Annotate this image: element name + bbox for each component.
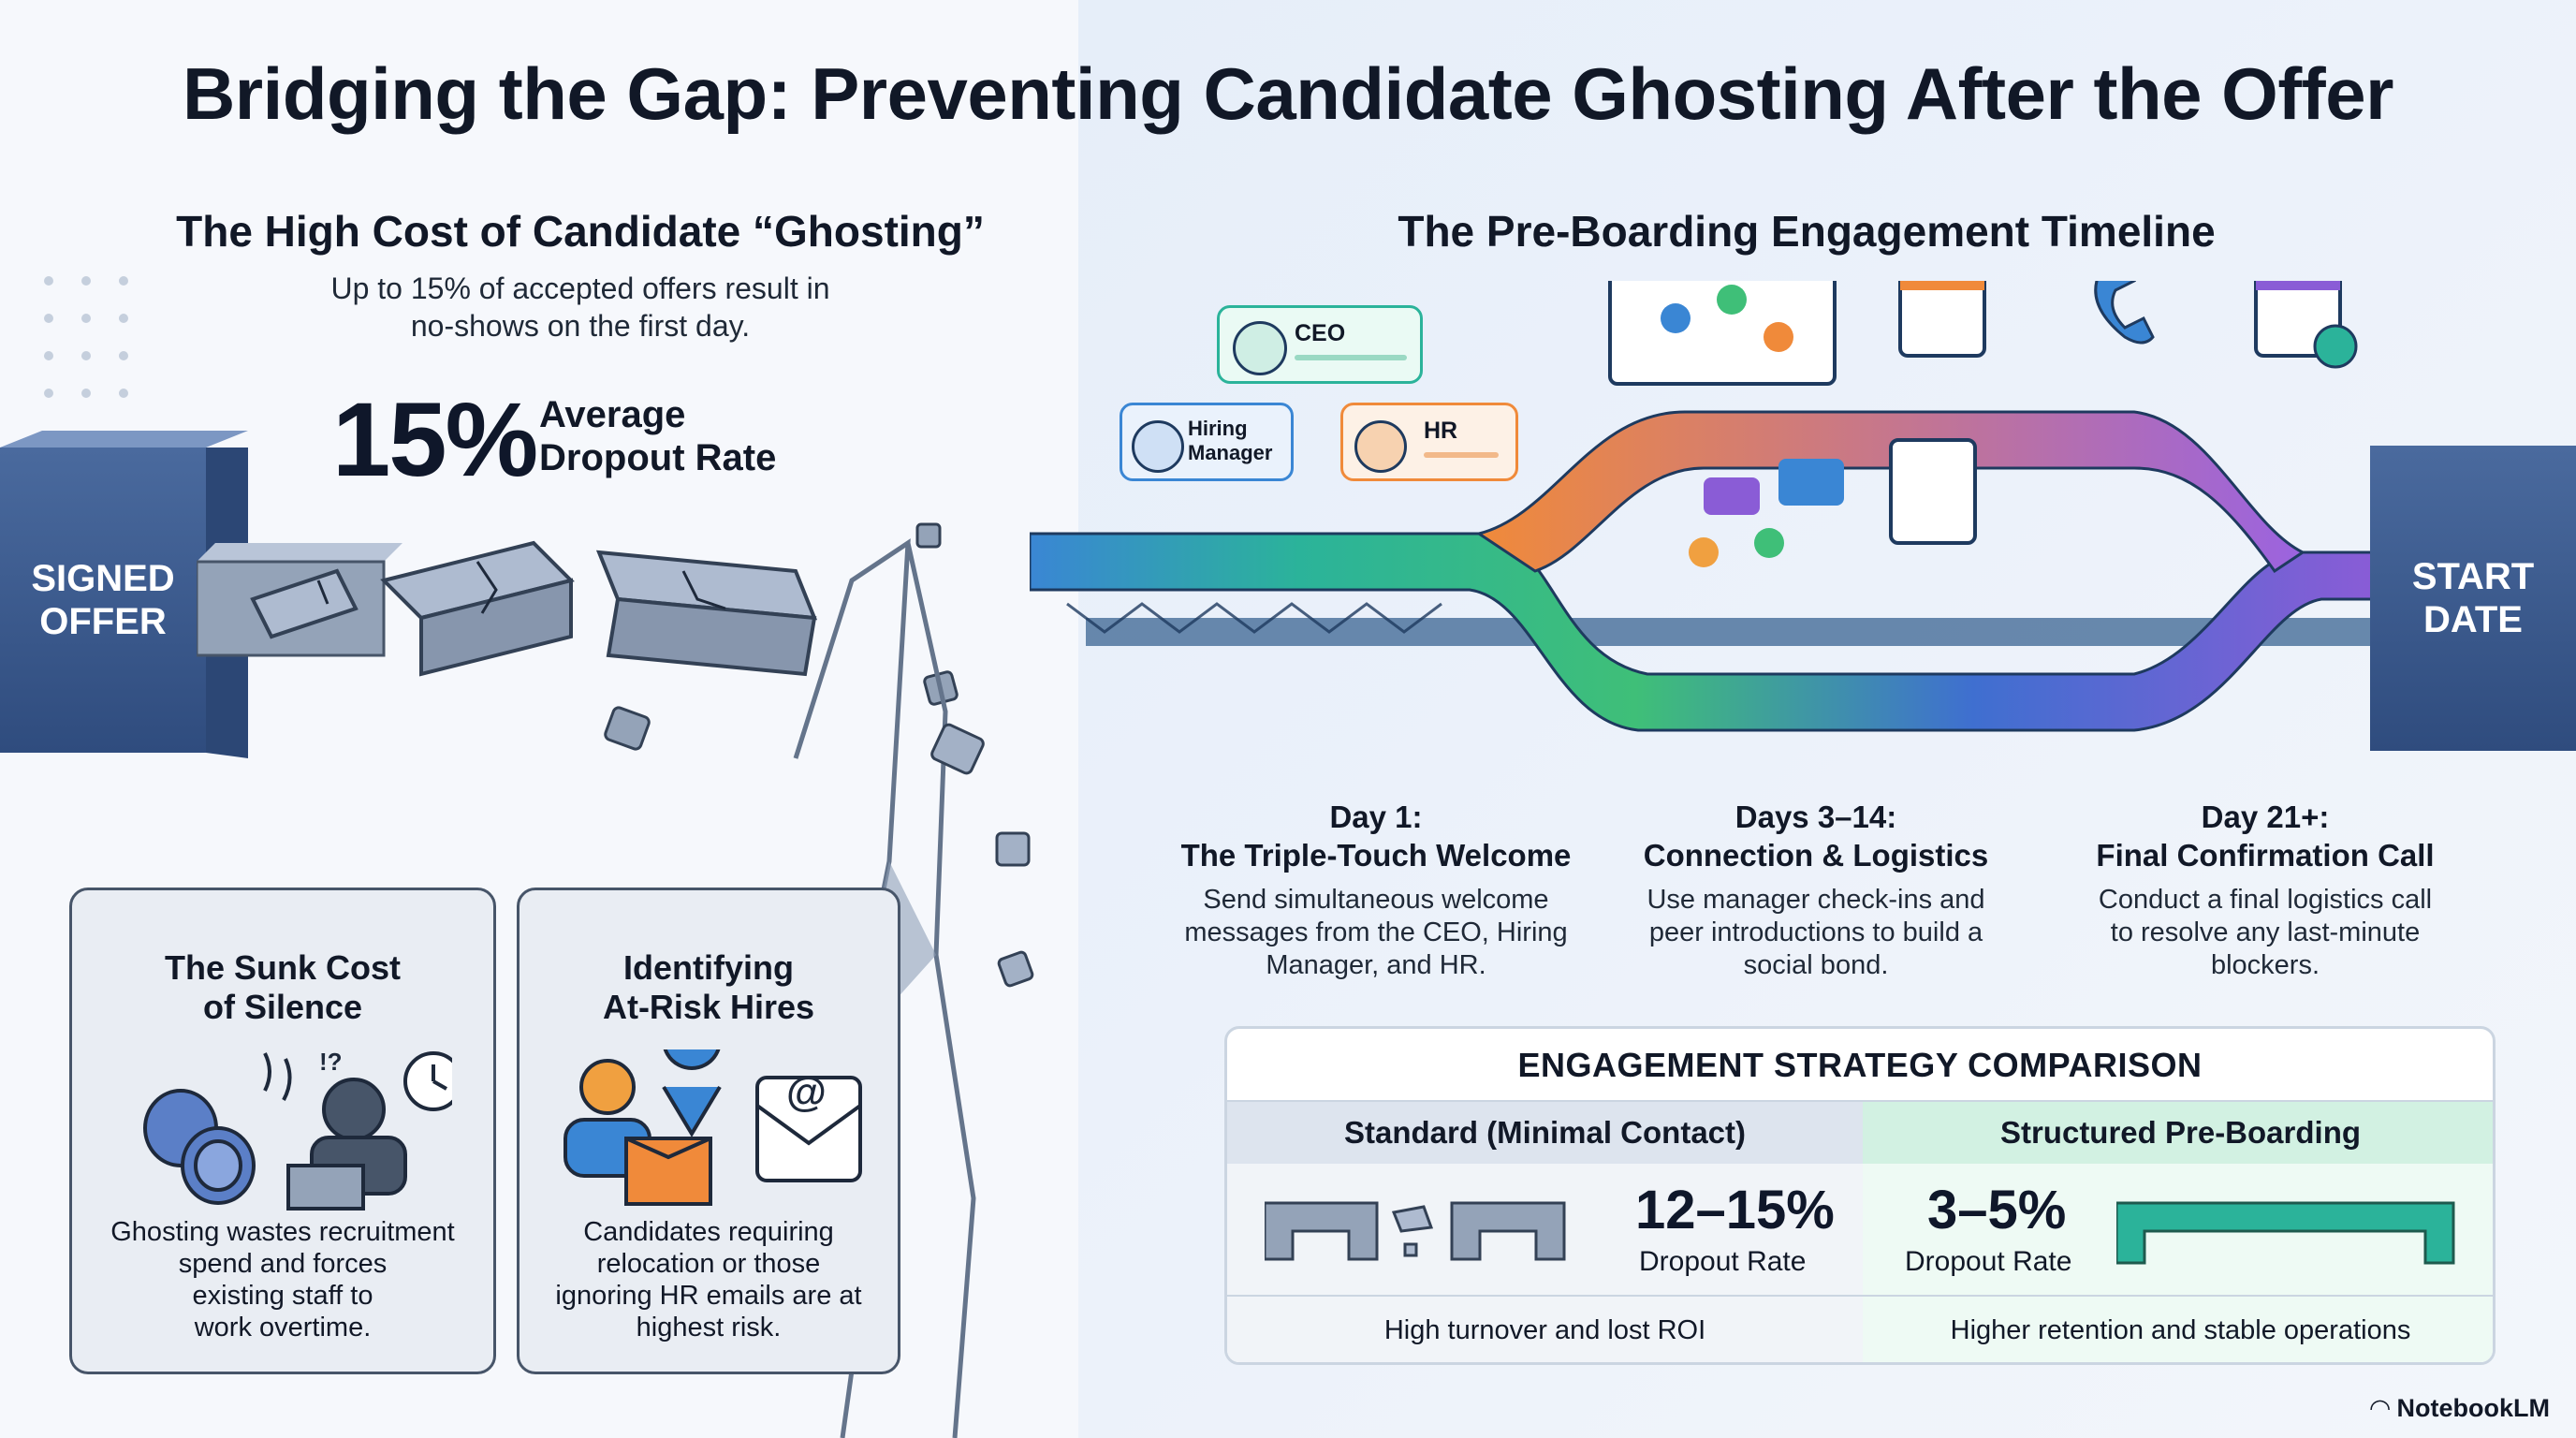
relocation-and-email-icon: @ xyxy=(564,1049,862,1206)
hiring-manager-avatar xyxy=(1132,420,1184,473)
svg-text:@: @ xyxy=(786,1069,827,1115)
dropout-rate-value: 15% xyxy=(332,381,538,498)
decorative-dots xyxy=(44,276,128,398)
at-risk-hires-title: Identifying At-Risk Hires xyxy=(602,948,815,1026)
at-risk-hires-text: Candidates requiring relocation or those… xyxy=(555,1217,862,1343)
standard-dropout-label: Dropout Rate xyxy=(1639,1246,1807,1277)
ceo-avatar xyxy=(1233,321,1287,375)
day-21-heading: Day 21+: Final Confirmation Call xyxy=(2096,800,2435,873)
at-risk-hires-card: Identifying At-Risk Hires @ Candidates r… xyxy=(517,888,900,1374)
standard-footer: High turnover and lost ROI xyxy=(1383,1315,1706,1345)
hr-bubble: HR xyxy=(1340,403,1518,481)
days-3-14-heading: Days 3–14: Connection & Logistics xyxy=(1643,800,1989,873)
notebooklm-brand: ◠ NotebookLM xyxy=(2370,1394,2550,1422)
timeline-day-21: Day 21+: Final Confirmation Call Conduct… xyxy=(2069,798,2462,982)
dropout-rate-label: Average Dropout Rate xyxy=(539,394,777,478)
comparison-title: ENGAGEMENT STRATEGY COMPARISON xyxy=(1517,1046,2203,1084)
days-3-14-text: Use manager check-ins and peer introduct… xyxy=(1647,885,1985,980)
ghosting-subtext: Up to 15% of accepted offers result in n… xyxy=(330,271,830,343)
solid-bridge-icon xyxy=(2116,1201,2455,1265)
ceo-bubble: CEO xyxy=(1217,305,1423,384)
day-1-text: Send simultaneous welcome messages from … xyxy=(1184,885,1568,980)
strategy-comparison-table: ENGAGEMENT STRATEGY COMPARISON Standard … xyxy=(1224,1026,2496,1365)
day-1-heading: Day 1: The Triple-Touch Welcome xyxy=(1180,800,1572,873)
sunk-cost-card: The Sunk Cost of Silence !? Ghosting was… xyxy=(69,888,496,1374)
structured-column-header: Structured Pre-Boarding xyxy=(1999,1115,2362,1150)
timeline-heading: The Pre-Boarding Engagement Timeline xyxy=(1398,207,2216,256)
broken-bridge-icon xyxy=(1265,1201,1566,1261)
hr-avatar xyxy=(1354,420,1407,473)
sunk-cost-title: The Sunk Cost of Silence xyxy=(164,948,402,1026)
money-and-overworked-staff-icon: !? xyxy=(143,1048,452,1211)
timeline-day-1: Day 1: The Triple-Touch Welcome Send sim… xyxy=(1170,798,1582,982)
notebooklm-logo-icon: ◠ xyxy=(2370,1394,2397,1422)
hiring-manager-label: Hiring Manager xyxy=(1188,417,1273,464)
svg-text:!?: !? xyxy=(319,1048,343,1076)
ghosting-cost-heading: The High Cost of Candidate “Ghosting” xyxy=(176,207,985,256)
hiring-manager-bubble: Hiring Manager xyxy=(1120,403,1294,481)
standard-column-header: Standard (Minimal Contact) xyxy=(1343,1115,1747,1150)
standard-dropout-pct: 12–15% xyxy=(1635,1180,1835,1240)
timeline-days-3-14: Days 3–14: Connection & Logistics Use ma… xyxy=(1619,798,2012,982)
main-title: Bridging the Gap: Preventing Candidate G… xyxy=(182,52,2394,135)
structured-dropout-label: Dropout Rate xyxy=(1905,1246,2072,1277)
sunk-cost-text: Ghosting wastes recruitment spend and fo… xyxy=(110,1217,455,1343)
engagement-bridge-illustration xyxy=(1030,281,2379,732)
structured-dropout-pct: 3–5% xyxy=(1927,1180,2067,1240)
hr-label: HR xyxy=(1424,418,1458,444)
day-21-text: Conduct a final logistics call to resolv… xyxy=(2098,885,2433,980)
ceo-label: CEO xyxy=(1295,320,1346,346)
structured-footer: Higher retention and stable operations xyxy=(1950,1315,2411,1345)
